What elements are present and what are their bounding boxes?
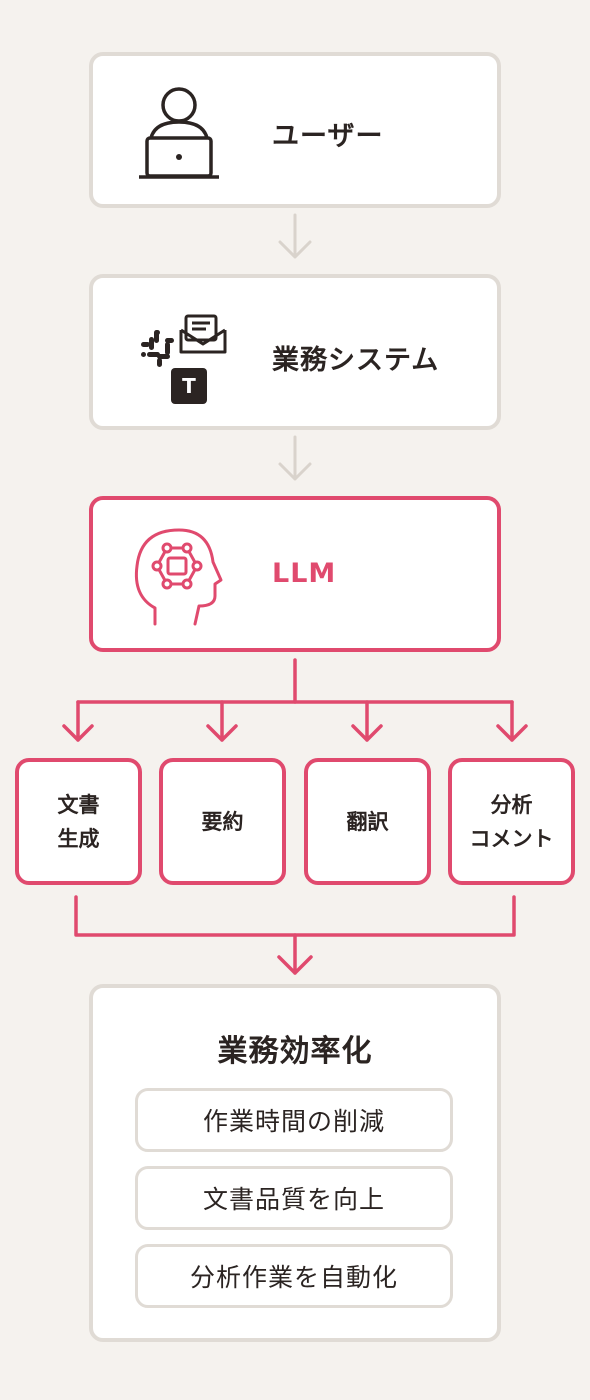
task-4-line-2: コメント bbox=[469, 826, 554, 851]
result-title: 業務効率化 bbox=[217, 1034, 373, 1069]
llm-box: LLM bbox=[89, 496, 501, 652]
task-summary: 要約 bbox=[159, 758, 286, 885]
task-2-line-1: 要約 bbox=[201, 809, 244, 834]
llm-label: LLM bbox=[272, 558, 337, 589]
system-icons bbox=[141, 314, 227, 404]
result-item-2: 文書品質を向上 bbox=[135, 1166, 453, 1230]
arrow-to-task-3 bbox=[351, 700, 383, 742]
task-document-generation: 文書 生成 bbox=[15, 758, 142, 885]
arrow-system-to-llm bbox=[278, 435, 312, 481]
arrow-to-result bbox=[277, 933, 313, 975]
arrow-to-task-2 bbox=[206, 700, 238, 742]
arrow-user-to-system bbox=[278, 213, 312, 259]
task-1-line-1: 文書 bbox=[57, 792, 100, 817]
teams-icon bbox=[171, 368, 207, 404]
user-box: ユーザー bbox=[89, 52, 501, 208]
task-analysis-comment: 分析 コメント bbox=[448, 758, 575, 885]
result-item-3: 分析作業を自動化 bbox=[135, 1244, 453, 1308]
mail-icon bbox=[179, 314, 227, 354]
arrow-to-task-4 bbox=[496, 700, 528, 742]
system-label: 業務システム bbox=[272, 345, 440, 376]
teams-letter: T bbox=[182, 374, 196, 398]
ai-head-icon bbox=[134, 528, 223, 626]
arrow-to-task-1 bbox=[62, 700, 94, 742]
task-translation: 翻訳 bbox=[304, 758, 431, 885]
user-laptop-icon bbox=[139, 87, 219, 179]
result-item-1: 作業時間の削減 bbox=[135, 1088, 453, 1152]
merge-line bbox=[74, 895, 516, 937]
task-4-line-1: 分析 bbox=[490, 792, 533, 817]
user-label: ユーザー bbox=[272, 121, 384, 152]
task-3-line-1: 翻訳 bbox=[346, 809, 389, 834]
slack-icon bbox=[141, 330, 174, 367]
system-box: T 業務システム bbox=[89, 274, 501, 430]
task-1-line-2: 生成 bbox=[57, 826, 100, 851]
